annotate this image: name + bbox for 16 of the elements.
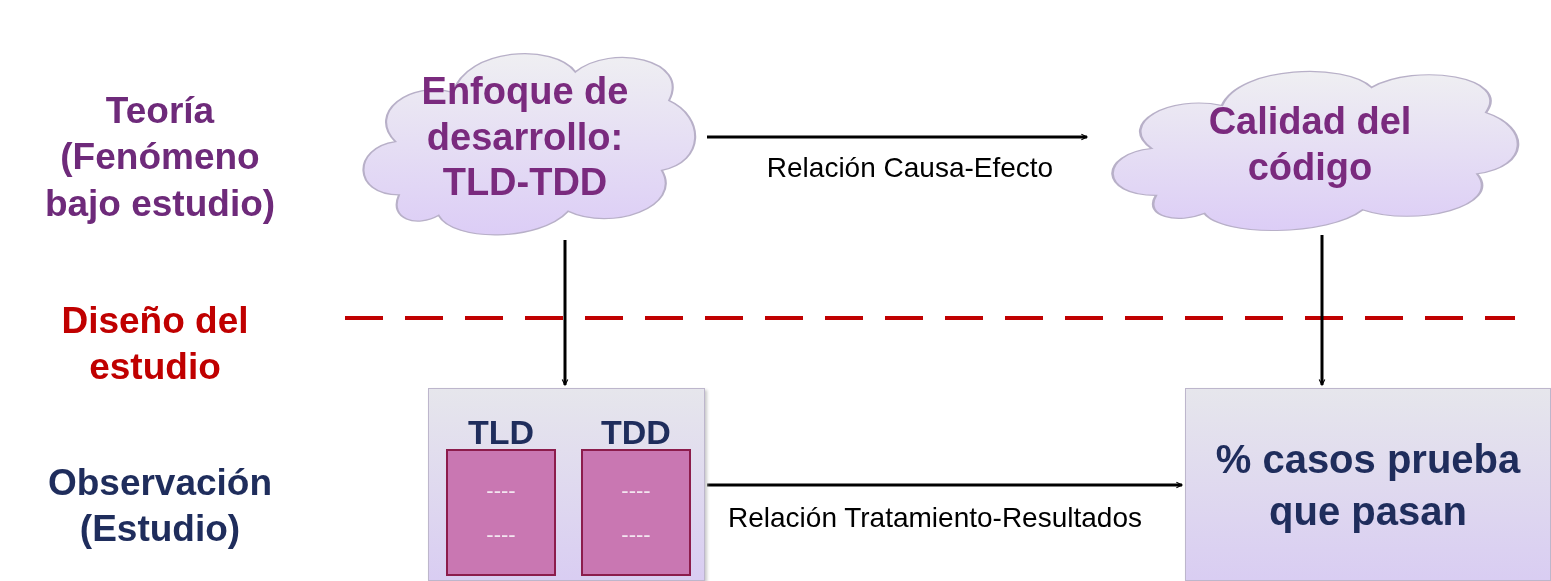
treatment-panel [428,388,705,581]
arrow [561,240,569,386]
placeholder-text: ---- ---- [620,476,652,549]
group-heading: TLD [466,413,536,451]
node-text: Enfoque de desarrollo: TLD-TDD [420,69,630,206]
result-box [1185,388,1551,581]
node-text: % casos prueba que pasan [1214,435,1522,535]
arrow [707,133,1088,141]
placeholder-text: ---- ---- [485,476,517,549]
node-text: Calidad del código [1207,99,1413,190]
row-label: Diseño del estudio [60,299,250,390]
group-heading: TDD [600,413,672,451]
arrow [1318,235,1326,386]
row-label: Teoría (Fenómeno bajo estudio) [43,89,277,226]
row-label: Observación (Estudio) [46,461,274,552]
arrow [707,481,1183,489]
